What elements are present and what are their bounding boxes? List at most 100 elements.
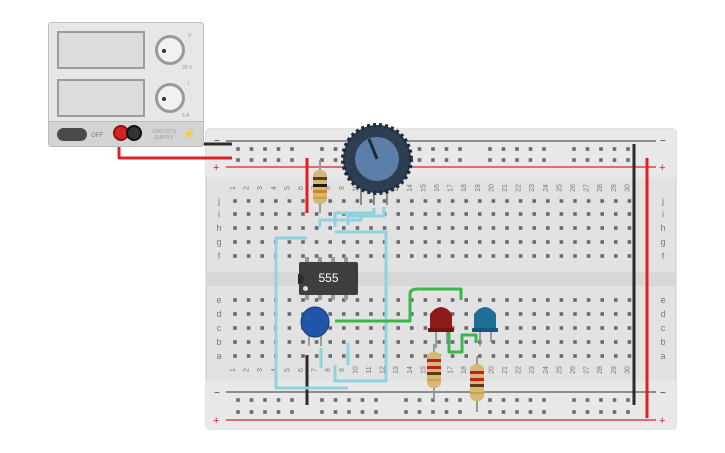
column-label: 19	[475, 184, 482, 192]
column-label: 30	[624, 184, 631, 192]
row-label: f	[218, 251, 221, 261]
row-label: c	[661, 323, 666, 333]
column-label: 6	[298, 186, 305, 190]
column-label: 22	[516, 366, 523, 374]
column-label: 14	[407, 366, 414, 374]
rail-minus-top-left: −	[214, 136, 220, 147]
ceramic-capacitor[interactable]	[300, 306, 330, 346]
resistor-top[interactable]	[313, 160, 327, 213]
column-label: 12	[380, 366, 387, 374]
row-label: e	[216, 295, 221, 305]
column-label: 18	[461, 366, 468, 374]
ic-555-timer[interactable]: 555	[298, 262, 358, 295]
led-red[interactable]	[428, 307, 454, 348]
rail-plus-top-right: +	[659, 162, 665, 174]
row-label: i	[662, 209, 664, 219]
column-label: 8	[325, 368, 332, 372]
resistor-blue-led[interactable]	[470, 356, 484, 412]
column-label: 1	[230, 186, 237, 190]
rail-plus-top-left: +	[213, 162, 219, 174]
column-label: 15	[420, 366, 427, 374]
rail-plus-bottom-right: +	[659, 415, 665, 427]
row-label: b	[660, 337, 665, 347]
ic-label: 555	[318, 271, 339, 285]
row-label: i	[218, 209, 220, 219]
breadboard[interactable]	[205, 128, 677, 430]
row-label: g	[660, 237, 665, 247]
current-range-label: 5 A	[182, 113, 190, 119]
row-label: a	[660, 351, 665, 361]
breadboard-holes	[233, 147, 632, 414]
column-label: 15	[420, 184, 427, 192]
row-label: j	[217, 196, 220, 206]
column-label: 20	[488, 184, 495, 192]
column-label: 24	[543, 366, 550, 374]
current-knob[interactable]	[155, 83, 185, 113]
column-label: 5	[284, 186, 291, 190]
column-label: 30	[624, 366, 631, 374]
column-label: 25	[556, 184, 563, 192]
column-label: 23	[529, 366, 536, 374]
column-label: 5	[284, 368, 291, 372]
cyan-wires[interactable]	[274, 207, 388, 390]
column-label: 25	[556, 366, 563, 374]
led-blue[interactable]	[472, 307, 498, 346]
row-label: j	[661, 196, 664, 206]
column-label: 21	[502, 184, 509, 192]
column-label: 29	[611, 184, 618, 192]
current-knob-label: I	[188, 81, 190, 87]
column-label: 14	[407, 184, 414, 192]
column-label: 8	[325, 186, 332, 190]
power-switch-label: OFF	[91, 133, 103, 139]
psu-model-label: CIRCUITS SUPPLY	[152, 129, 176, 141]
column-label: 23	[529, 184, 536, 192]
column-label: 6	[298, 368, 305, 372]
column-label: 28	[597, 366, 604, 374]
green-wires[interactable]	[335, 287, 478, 354]
voltage-range-label: 30 V	[182, 65, 193, 71]
column-label: 10	[352, 366, 359, 374]
column-label: 20	[488, 366, 495, 374]
row-label: d	[216, 309, 221, 319]
voltage-knob[interactable]	[155, 35, 185, 65]
row-label: f	[662, 251, 665, 261]
rail-minus-bottom-left: −	[214, 388, 220, 399]
column-label: 21	[502, 366, 509, 374]
column-label: 1	[230, 368, 237, 372]
row-label: h	[216, 223, 221, 233]
column-label: 27	[584, 184, 591, 192]
psu-control-bar: OFF CIRCUITS SUPPLY ⚡	[49, 121, 203, 146]
column-label: 2	[244, 186, 251, 190]
ic-notch	[298, 274, 304, 284]
potentiometer[interactable]	[341, 123, 413, 205]
column-label: 4	[271, 186, 278, 190]
column-label: 7	[312, 368, 319, 372]
voltage-knob-label: V	[188, 33, 192, 39]
column-label: 17	[448, 184, 455, 192]
column-label: 18	[461, 184, 468, 192]
column-label: 17	[448, 366, 455, 374]
voltage-display	[57, 31, 145, 69]
column-label: 2	[244, 368, 251, 372]
negative-terminal[interactable]	[126, 125, 142, 141]
breadboard-labels: 1122334455667788991010111112121313141415…	[216, 184, 665, 374]
power-switch[interactable]	[57, 128, 87, 141]
rail-minus-bottom-right: −	[660, 388, 666, 399]
ic-pin1-dot	[303, 286, 308, 291]
row-label: b	[216, 337, 221, 347]
column-label: 24	[543, 184, 550, 192]
potentiometer-indicator	[367, 138, 379, 160]
row-label: a	[216, 351, 221, 361]
row-label: d	[660, 309, 665, 319]
column-label: 9	[339, 368, 346, 372]
column-label: 22	[516, 184, 523, 192]
ic-pins	[305, 257, 348, 300]
column-label: 4	[271, 368, 278, 372]
column-label: 13	[393, 184, 400, 192]
resistor-red-led[interactable]	[427, 344, 441, 400]
power-supply[interactable]: V I 30 V 5 A OFF CIRCUITS SUPPLY ⚡	[48, 22, 204, 147]
column-label: 27	[584, 366, 591, 374]
row-label: e	[660, 295, 665, 305]
column-label: 28	[597, 184, 604, 192]
